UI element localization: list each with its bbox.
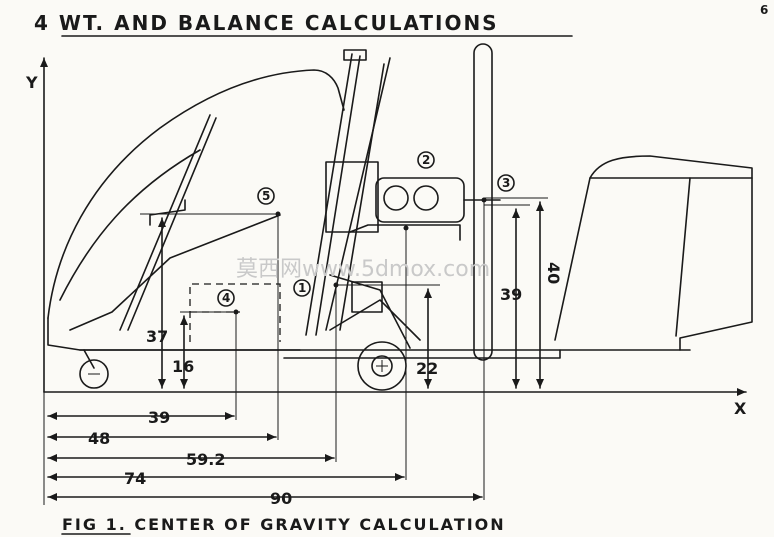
rotor-mast — [305, 53, 353, 336]
propeller — [473, 43, 493, 361]
nose-wheel-fork — [83, 349, 95, 369]
engine-brace-2 — [329, 299, 421, 341]
tail-fin — [554, 155, 753, 351]
point-3-label: 3 — [502, 176, 510, 190]
engine-cylinder-1 — [383, 185, 409, 211]
y-dim-16: 16 — [172, 357, 194, 376]
seat-back — [149, 199, 186, 226]
diagram-title: 4 WT. AND BALANCE CALCULATIONS — [34, 11, 499, 35]
seat-box — [189, 283, 281, 342]
engine-brace — [329, 274, 411, 349]
point-5-marker — [257, 187, 275, 205]
point-4-marker — [217, 289, 235, 307]
x-dim-74: 74 — [124, 469, 146, 488]
keel-tube — [79, 349, 561, 359]
windshield-strut — [119, 114, 211, 331]
main-wheel-hub — [371, 355, 393, 377]
windshield-strut-2 — [127, 117, 217, 331]
rotor-head — [343, 49, 367, 61]
engine-cylinder-2 — [413, 185, 439, 211]
watermark: 莫西网www.5dmox.com — [236, 257, 490, 282]
point-3: 3 — [481, 174, 515, 203]
nose-wheel — [79, 359, 109, 389]
point-1: 1 — [293, 279, 339, 297]
exhaust-pipe — [349, 224, 461, 241]
canopy-inner — [59, 149, 201, 301]
figure-caption: FIG 1. CENTER OF GRAVITY CALCULATION — [62, 515, 506, 534]
y-dim-22: 22 — [416, 359, 438, 378]
x-dimensions: 39 48 59.2 74 90 — [47, 408, 483, 508]
point-4-label: 4 — [222, 291, 230, 305]
y-dim-37: 37 — [146, 327, 168, 346]
fuel-tank — [351, 281, 383, 313]
point-2-label: 2 — [422, 153, 430, 167]
x-dim-59-2: 59.2 — [186, 450, 225, 469]
y-axis-label: Y — [25, 73, 38, 92]
point-2: 2 — [403, 151, 435, 231]
rotor-mast-2 — [315, 55, 361, 336]
y-dim-39: 39 — [500, 285, 522, 304]
point-3-marker — [497, 174, 515, 192]
point-1-marker — [293, 279, 311, 297]
point-5-label: 5 — [262, 189, 270, 203]
x-dim-39: 39 — [148, 408, 170, 427]
seat-frame — [69, 214, 281, 331]
point-1-label: 1 — [298, 281, 306, 295]
y-dimensions: 37 16 22 39 40 — [146, 201, 563, 389]
drop-lines — [43, 197, 548, 505]
x-dim-90: 90 — [270, 489, 292, 508]
rudder-hinge — [675, 177, 691, 337]
point-2-marker — [417, 151, 435, 169]
engine — [375, 177, 465, 223]
x-dim-48: 48 — [88, 429, 110, 448]
y-dim-40: 40 — [544, 262, 563, 284]
point-4: 4 — [217, 289, 239, 315]
x-axis-label: X — [734, 399, 747, 418]
canopy-outline — [47, 69, 345, 319]
page-number: 6 — [760, 3, 768, 17]
point-5: 5 — [257, 187, 281, 217]
mast-brace-2 — [339, 63, 385, 331]
